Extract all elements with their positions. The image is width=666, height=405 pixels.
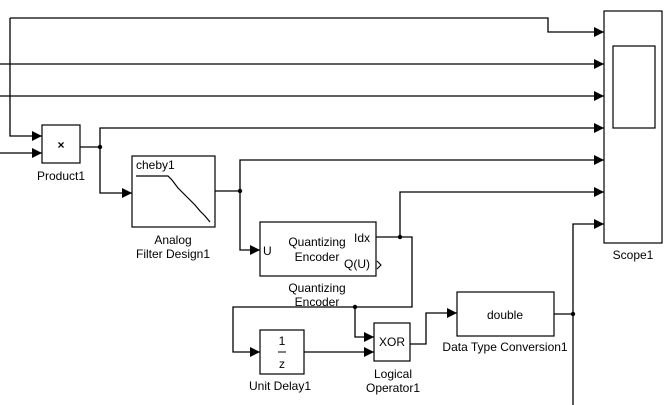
encoder-caption-line1: Quantizing bbox=[288, 281, 345, 295]
encoder-port-u: U bbox=[263, 244, 272, 258]
signal-filter-out-scope[interactable] bbox=[215, 155, 604, 192]
signal-product-out-scope[interactable] bbox=[80, 123, 604, 148]
filter-caption-line1: Analog bbox=[154, 233, 191, 247]
data-type-conversion-type: double bbox=[487, 308, 523, 322]
signal-xor-dtc[interactable] bbox=[410, 308, 457, 345]
encoder-out-chevron bbox=[376, 260, 382, 270]
signal-encoder-idx-xor[interactable] bbox=[354, 236, 413, 342]
filter-type-label: cheby1 bbox=[136, 158, 175, 172]
scope-caption: Scope1 bbox=[613, 248, 654, 262]
unit-delay-numerator: 1 bbox=[279, 334, 286, 348]
logical-operator-type: XOR bbox=[379, 335, 405, 349]
unit-delay-denominator: z bbox=[279, 357, 285, 371]
data-type-conversion-block[interactable]: double Data Type Conversion1 bbox=[442, 291, 568, 354]
signal-filter-out-encoder[interactable] bbox=[239, 191, 260, 255]
encoder-inner-line2: Encoder bbox=[295, 250, 340, 264]
data-type-conversion-caption: Data Type Conversion1 bbox=[442, 340, 568, 354]
signal-product-in-1[interactable] bbox=[9, 18, 42, 141]
logical-operator-block[interactable]: XOR Logical Operator1 bbox=[366, 322, 420, 395]
scope-screen-icon bbox=[612, 45, 656, 129]
logical-operator-caption-line2: Operator1 bbox=[366, 381, 420, 395]
encoder-port-qu: Q(U) bbox=[344, 257, 370, 271]
filter-caption-line2: Filter Design1 bbox=[136, 247, 210, 261]
analog-filter-block[interactable]: cheby1 Analog Filter Design1 bbox=[131, 155, 216, 261]
signal-feedback-delay[interactable] bbox=[232, 306, 355, 357]
quantizing-encoder-block[interactable]: Quantizing Encoder U Idx Q(U) Quantizing… bbox=[259, 221, 382, 309]
signal-encoder-idx-scope[interactable] bbox=[376, 187, 604, 238]
logical-operator-caption-line1: Logical bbox=[374, 367, 412, 381]
scope-block[interactable]: Scope1 bbox=[603, 10, 663, 262]
product-symbol: × bbox=[57, 138, 64, 152]
unit-delay-block[interactable]: 1 z Unit Delay1 bbox=[249, 329, 311, 393]
product-block[interactable]: × Product1 bbox=[37, 124, 85, 183]
product-caption: Product1 bbox=[37, 169, 85, 183]
encoder-inner-line1: Quantizing bbox=[288, 235, 345, 249]
signal-lines bbox=[0, 17, 604, 405]
encoder-caption-line2: Encoder bbox=[295, 295, 340, 309]
signal-scope-in-1[interactable] bbox=[10, 17, 604, 37]
encoder-port-idx: Idx bbox=[354, 231, 370, 245]
filter-response-icon bbox=[136, 175, 211, 223]
unit-delay-caption: Unit Delay1 bbox=[249, 379, 311, 393]
signal-product-out-filter[interactable] bbox=[99, 147, 132, 198]
signal-dtc-scope[interactable] bbox=[554, 219, 604, 315]
